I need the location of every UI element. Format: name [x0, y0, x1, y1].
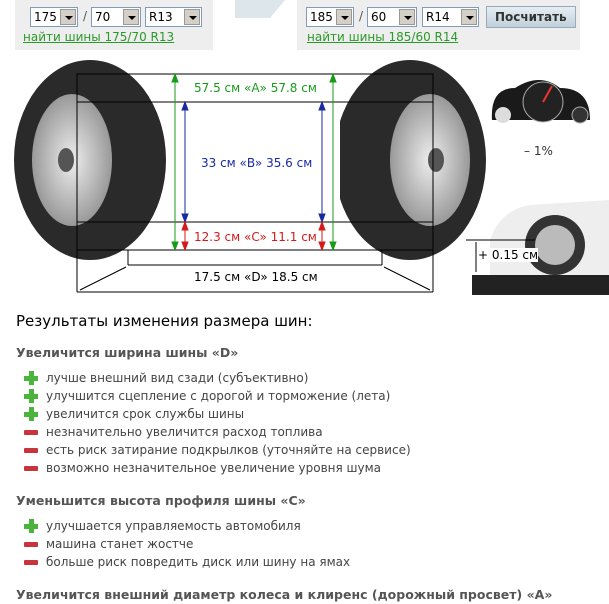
left-tire-image — [14, 60, 166, 260]
separator: / — [83, 9, 88, 23]
chevron-down-icon — [60, 9, 76, 25]
list-item: возможно незначительное увеличение уровн… — [24, 459, 381, 477]
list-item: незначительно увеличится расход топлива — [24, 423, 323, 441]
chevron-down-icon — [461, 9, 477, 25]
list-item: больше риск повредить диск или шину на я… — [24, 553, 350, 571]
speedometer-change: – 1% — [524, 144, 553, 158]
speedometer-icon — [491, 80, 590, 124]
old-radius-value: R13 — [149, 10, 173, 24]
item-text: возможно незначительное увеличение уровн… — [46, 461, 382, 475]
b-arrows — [181, 100, 326, 224]
tire-diagram — [14, 60, 609, 295]
minus-icon — [24, 429, 38, 435]
old-size-panel: 175 / 70 R13 найти шины 175/70 R13 — [15, 0, 213, 50]
right-tire-image — [334, 60, 486, 260]
list-item: улучшится сцепление с дорогой и торможен… — [24, 387, 390, 405]
new-width-select[interactable]: 185 — [306, 7, 354, 27]
chevron-down-icon — [336, 9, 352, 25]
item-text: незначительно увеличится расход топлива — [46, 425, 323, 439]
list-item: есть риск затирание подкрылков (уточняйт… — [24, 441, 411, 459]
arrow-right-icon — [235, 0, 285, 18]
a-diameter-label: 57.5 см «A» 57.8 см — [194, 81, 317, 95]
new-profile-select[interactable]: 60 — [367, 7, 417, 27]
plus-icon — [24, 407, 38, 421]
calculate-button[interactable]: Посчитать — [486, 6, 576, 28]
find-old-tires-link[interactable]: найти шины 175/70 R13 — [23, 30, 175, 44]
list-item: улучшается управляемость автомобиля — [24, 517, 301, 535]
new-profile-value: 60 — [371, 10, 387, 24]
plus-icon — [24, 371, 38, 385]
b-rim-label: 33 см «B» 35.6 см — [201, 156, 313, 170]
chevron-down-icon — [399, 9, 415, 25]
minus-icon — [24, 559, 38, 565]
results-title: Результаты изменения размера шин: — [16, 312, 313, 330]
section-title: Увеличится ширина шины «D» — [16, 345, 239, 360]
list-item: лучше внешний вид сзади (субъективно) — [24, 369, 308, 387]
a-arrows — [171, 72, 337, 252]
plus-icon — [24, 389, 38, 403]
old-profile-select[interactable]: 70 — [91, 7, 141, 27]
section-title: Увеличится внешний диаметр колеса и клир… — [16, 587, 553, 602]
old-width-select[interactable]: 175 — [30, 7, 78, 27]
plus-icon — [24, 519, 38, 533]
item-text: лучше внешний вид сзади (субъективно) — [46, 371, 309, 385]
item-text: больше риск повредить диск или шину на я… — [46, 555, 351, 569]
c-profile-label: 12.3 см «C» 11.1 см — [194, 230, 317, 244]
chevron-down-icon — [184, 9, 200, 25]
list-item: увеличится срок службы шины — [24, 405, 244, 423]
new-radius-select[interactable]: R14 — [422, 7, 479, 27]
c-arrows — [181, 220, 326, 252]
chevron-down-icon — [123, 9, 139, 25]
list-item: машина станет жостче — [24, 535, 193, 553]
old-width-value: 175 — [34, 10, 57, 24]
new-size-panel: 185 / 60 R14 Посчитать найти шины 185/60… — [297, 0, 580, 50]
item-text: улучшится сцепление с дорогой и торможен… — [46, 389, 391, 403]
new-radius-value: R14 — [426, 10, 450, 24]
item-text: машина станет жостче — [46, 537, 194, 551]
new-width-value: 185 — [310, 10, 333, 24]
old-radius-select[interactable]: R13 — [145, 7, 202, 27]
minus-icon — [24, 465, 38, 471]
item-text: есть риск затирание подкрылков (уточняйт… — [46, 443, 411, 457]
minus-icon — [24, 447, 38, 453]
item-text: улучшается управляемость автомобиля — [46, 519, 301, 533]
item-text: увеличится срок службы шины — [46, 407, 245, 421]
section-title: Уменьшится высота профиля шины «C» — [16, 493, 306, 508]
clearance-change: + 0.15 см — [478, 248, 539, 262]
d-width-label: 17.5 см «D» 18.5 см — [194, 270, 318, 284]
minus-icon — [24, 541, 38, 547]
find-new-tires-link[interactable]: найти шины 185/60 R14 — [307, 30, 459, 44]
separator: / — [359, 9, 364, 23]
old-profile-value: 70 — [95, 10, 111, 24]
